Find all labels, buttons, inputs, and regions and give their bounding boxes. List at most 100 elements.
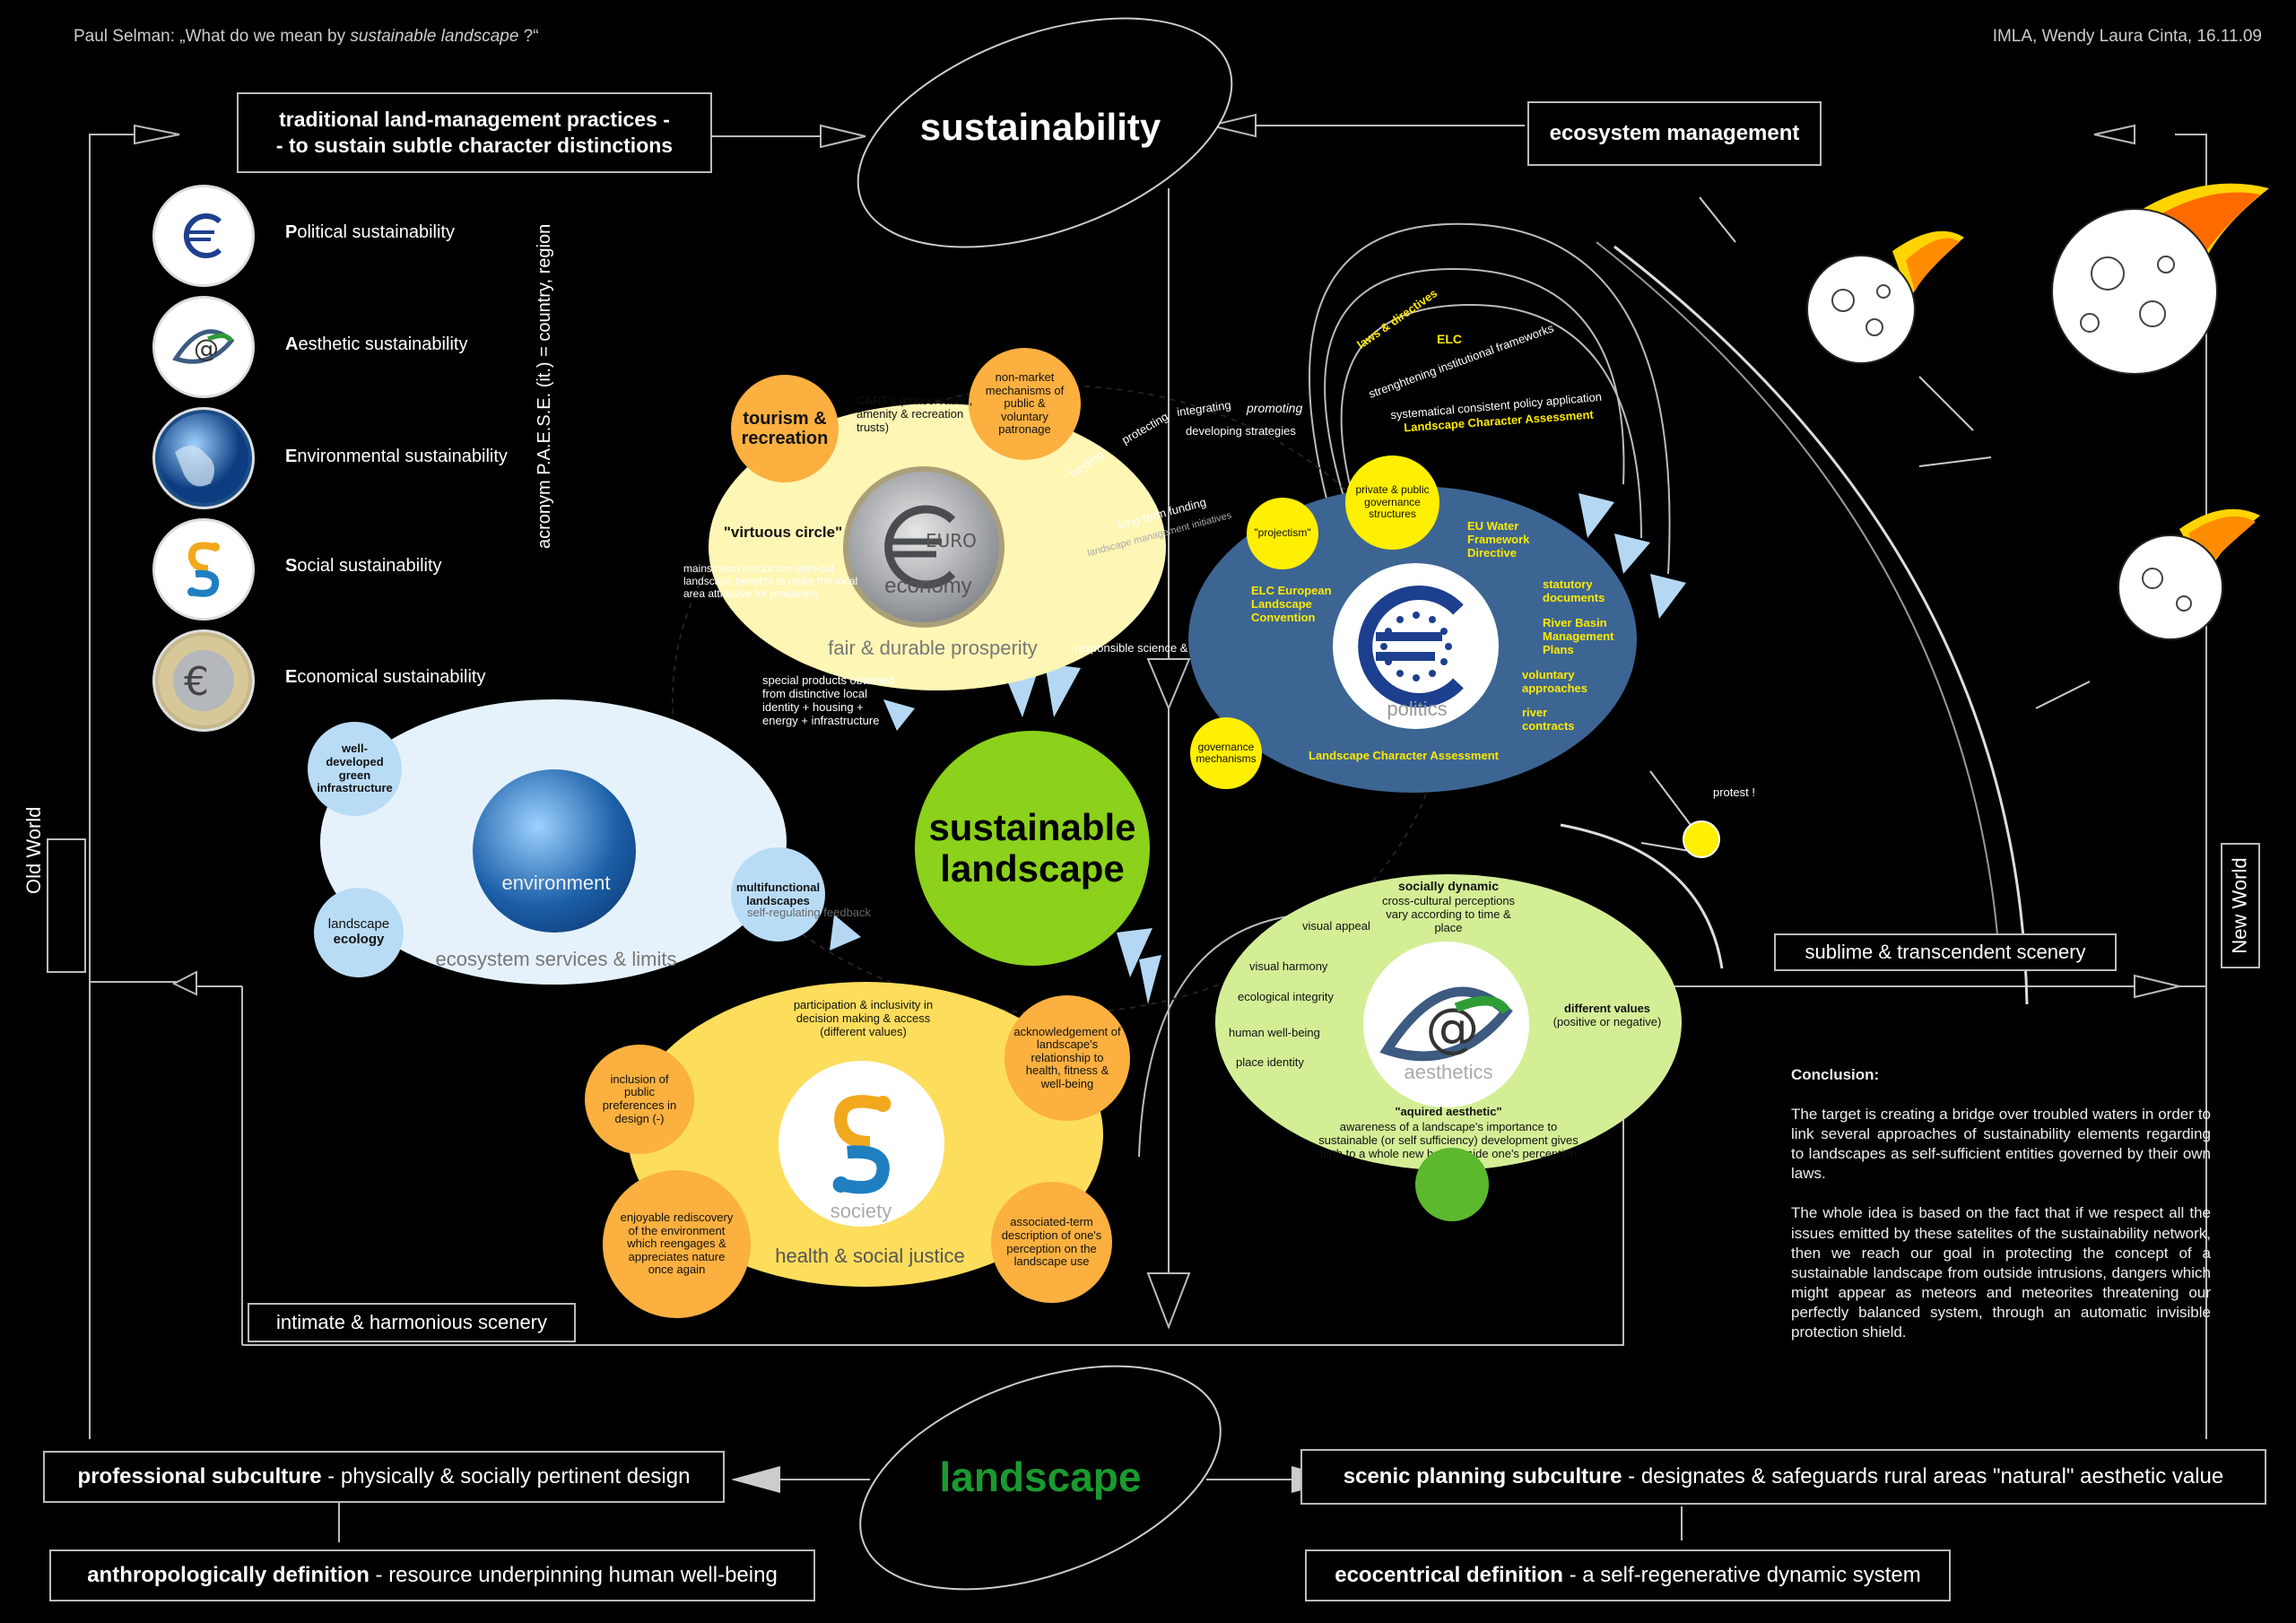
legend-text: ocial sustainability — [297, 556, 442, 576]
society-name: society — [830, 1200, 892, 1222]
meteor-icon-3 — [2118, 508, 2260, 640]
associated-text: associated-term description of one's per… — [1001, 1215, 1102, 1269]
associated-bubble: associated-term description of one's per… — [991, 1182, 1112, 1303]
carts-label: CART's (conservation, amenity & recreati… — [857, 394, 973, 434]
eu-emblem-icon — [1357, 585, 1464, 707]
human-wellbeing-label: human well-being — [1229, 1026, 1320, 1039]
legend-text: conomical sustainability — [297, 667, 486, 687]
mainstream-label: mainstream production spin-out landscape… — [683, 562, 858, 600]
different-values-text: different values — [1563, 1002, 1651, 1015]
header-left: Paul Selman: „What do we mean by sustain… — [74, 27, 539, 47]
legend-icon-environmental — [152, 407, 255, 509]
aesthetics-green-dot — [1415, 1148, 1489, 1221]
environment-name: environment — [501, 872, 611, 894]
statutory-label: statutory documents — [1543, 577, 1605, 604]
globe-large — [473, 769, 636, 933]
private-public-bubble: private & public governance structures — [1345, 456, 1439, 550]
tourism-bubble: tourism & recreation — [731, 375, 839, 482]
conclusion-block: Conclusion: The target is creating a bri… — [1791, 1065, 2211, 1342]
eye-at-icon: @ — [172, 329, 235, 364]
voluntary-label: voluntary approaches — [1522, 668, 1587, 695]
economy-subtitle: fair & durable prosperity — [828, 637, 1038, 659]
meteor-graphics — [1806, 183, 2269, 640]
header-title-em: sustainable landscape — [350, 27, 519, 46]
anthropological-bold: anthropologically definition — [87, 1563, 370, 1587]
legend-icon-social — [152, 518, 255, 621]
governance-text: governance mechanisms — [1196, 740, 1257, 765]
acknowledgement-bubble: acknowledgement of landscape's relations… — [1004, 995, 1130, 1121]
ecosystem-management-box: ecosystem management — [1527, 101, 1822, 166]
legend-initial: A — [285, 334, 299, 354]
ecology-bubble: landscape ecology — [314, 888, 404, 977]
society-emblem-circle — [778, 1061, 944, 1227]
legend-row-political: Political sustainability — [285, 222, 455, 243]
place-identity-label: place identity — [1236, 1055, 1304, 1069]
visual-appeal-label: visual appeal — [1302, 919, 1370, 933]
center-line2: landscape — [940, 847, 1125, 890]
multifunctional-text: multifunctional landscapes — [735, 880, 821, 907]
river-contracts-label: river contracts — [1522, 706, 1575, 733]
ecocentrical-bold: ecocentrical definition — [1335, 1563, 1563, 1587]
non-market-text: non-market mechanisms of public & volunt… — [985, 370, 1065, 437]
ecology-text-2: ecology — [333, 932, 385, 947]
legend-initial: P — [285, 222, 298, 242]
anthropological-rest: - resource underpinning human well-being — [369, 1563, 778, 1587]
society-subtitle: health & social justice — [775, 1245, 965, 1267]
legend-icon-aesthetic: @ — [152, 296, 255, 398]
special-products-label: special products obtained from distincti… — [762, 673, 895, 727]
legend-icon-economical: € — [152, 629, 255, 732]
private-public-text: private & public governance structures — [1355, 483, 1430, 521]
river-basin-label: River Basin Management Plans — [1543, 616, 1614, 656]
legend-icon-political — [152, 185, 255, 287]
developing-label: developing strategies — [1186, 424, 1296, 438]
old-world-label: Old World — [22, 807, 86, 973]
eu-water-label: EU Water Framework Directive — [1467, 519, 1530, 560]
professional-bold: professional subculture — [77, 1464, 322, 1488]
environment-subtitle: ecosystem services & limits — [435, 948, 677, 970]
inclusion-text: inclusion of public preferences in desig… — [602, 1072, 677, 1125]
acknowledgement-text: acknowledgement of landscape's relations… — [1013, 1024, 1121, 1090]
landscape-title: landscape — [939, 1454, 1142, 1500]
non-market-bubble: non-market mechanisms of public & volunt… — [969, 348, 1081, 460]
people-s-large-icon — [832, 1094, 891, 1193]
acquired-aesthetic-label: "aquired aesthetic" — [1395, 1105, 1502, 1118]
sustainability-title: sustainability — [919, 106, 1161, 148]
legend-text: olitical sustainability — [297, 222, 455, 242]
different-values-label: different values (positive or negative) — [1544, 1002, 1670, 1029]
legend-row-environmental: Environmental sustainability — [285, 447, 508, 467]
participation-label: participation & inclusivity in decision … — [793, 998, 934, 1038]
scenic-planning-box: scenic planning subculture - designates … — [1300, 1449, 2266, 1505]
cross-cultural-label: cross-cultural perceptions vary accordin… — [1381, 894, 1516, 934]
center-line1: sustainable — [928, 805, 1136, 848]
projectism-text: "projectism" — [1254, 526, 1311, 540]
eu-emblem-circle — [1333, 563, 1499, 729]
protest-label: protest ! — [1713, 785, 1755, 799]
traditional-practices-box: traditional land-management practices - … — [237, 92, 712, 173]
scenic-bold: scenic planning subculture — [1343, 1464, 1622, 1488]
euro-coin-icon: € — [159, 636, 248, 725]
ecology-text-1: landscape — [327, 916, 390, 933]
header-author: Paul Selman: „What do we mean by — [74, 27, 351, 46]
multifunctional-bubble: multifunctional landscapes — [731, 847, 825, 942]
green-infra-bubble: well-developed green infrastructure — [308, 722, 402, 816]
euro-coin-large: EURO — [843, 466, 1004, 628]
svg-text:EURO: EURO — [926, 530, 977, 551]
enjoyable-text: enjoyable rediscovery of the environment… — [620, 1211, 734, 1277]
intimate-scenery-box: intimate & harmonious scenery — [248, 1303, 576, 1342]
economy-name: economy — [884, 574, 972, 598]
new-world-text: New World — [2229, 857, 2251, 954]
projectism-bubble: "projectism" — [1247, 498, 1318, 569]
eu-stars-icon — [183, 213, 222, 258]
self-regulating-label: self-regulating feedback — [747, 906, 872, 919]
tourism-text: tourism & recreation — [741, 408, 829, 448]
green-infra-text: well-developed green infrastructure — [317, 742, 393, 795]
scenic-rest: - designates & safeguards rural areas "n… — [1622, 1464, 2224, 1488]
people-s-icon — [187, 542, 220, 597]
anthropological-box: anthropologically definition - resource … — [49, 1549, 815, 1601]
acronym-label: acronym P.A.E.S.E. (it.) = country, regi… — [535, 223, 554, 549]
professional-subculture-box: professional subculture - physically & s… — [43, 1451, 725, 1503]
euro-sign-icon: EURO — [884, 505, 977, 589]
svg-text:€: € — [184, 659, 209, 705]
protest-dot — [1683, 820, 1720, 858]
